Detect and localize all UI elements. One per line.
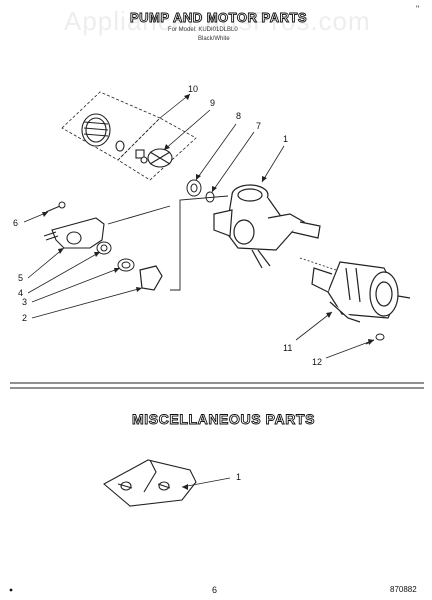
model-line: For Model: KUDI01DLBL0 [168, 27, 238, 33]
callout-9: 9 [210, 98, 216, 108]
section-title-misc: MISCELLANEOUS PARTS [132, 411, 316, 428]
shaft-line [299, 257, 337, 271]
assembly-lines [107, 195, 229, 291]
callout-4: 4 [18, 288, 24, 298]
callout-11: 11 [283, 343, 293, 353]
bracket-part [43, 217, 105, 249]
nut-part [96, 241, 112, 255]
corner-mark: " [416, 4, 420, 14]
page-number: 6 [212, 585, 218, 595]
section-divider [10, 382, 424, 389]
motor-part [311, 261, 411, 323]
callout-10: 10 [188, 84, 199, 94]
valve-part [117, 258, 135, 272]
misc-arrowhead [182, 484, 188, 490]
callout-3: 3 [22, 297, 28, 307]
callout-7: 7 [256, 121, 262, 131]
color-line: Black/White [198, 36, 230, 42]
diagram-code: 870882 [390, 585, 417, 594]
callout-misc-1: 1 [236, 472, 242, 482]
callout-12: 12 [312, 357, 323, 367]
seal-part [81, 113, 125, 152]
watermark-text: AppliancePartsPros.com [64, 6, 371, 36]
impeller-assembly-box [117, 117, 197, 181]
screw-6-part [45, 201, 66, 213]
grommet-part [186, 179, 202, 197]
callout-8: 8 [236, 111, 242, 121]
callout-1: 1 [283, 134, 289, 144]
pump-housing-part [213, 184, 321, 269]
seal-assembly-box [61, 91, 161, 161]
corner-mark-bottom [9, 588, 13, 592]
misc-leader-line [181, 477, 231, 488]
callout-2: 2 [22, 313, 28, 323]
impeller-part [135, 148, 173, 168]
arrowheads [42, 94, 374, 345]
parts-bag [103, 459, 197, 507]
callout-5: 5 [18, 273, 24, 283]
leader-lines [23, 93, 375, 359]
page-title: PUMP AND MOTOR PARTS [130, 10, 308, 26]
gasket-part [139, 265, 163, 291]
callout-6: 6 [13, 218, 19, 228]
